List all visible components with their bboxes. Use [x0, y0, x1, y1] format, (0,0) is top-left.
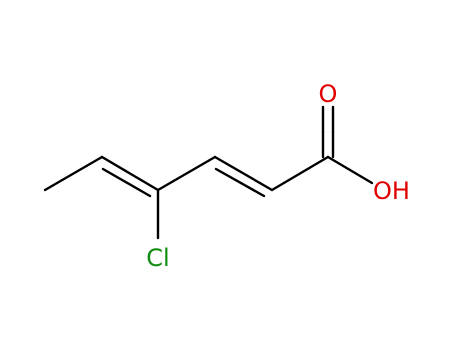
bond-double-c1-c2-main [100, 155, 160, 192]
bond-double-c3-c4-main [213, 155, 274, 192]
bond-c-oh-black [326, 155, 352, 172]
bond-methyl-single [43, 155, 104, 192]
atom-label-oxygen: O [319, 80, 338, 108]
bond-double-c1-c2-inner [101, 167, 152, 198]
bond-c4-carboxyl-single [270, 155, 330, 192]
bond-c2-c3-single [156, 155, 217, 192]
bond-double-c3-c4-inner [214, 167, 266, 198]
bond-c-oh-red [348, 168, 374, 185]
atom-label-hydroxyl: OH [373, 177, 410, 205]
atom-label-chlorine: Cl [146, 244, 169, 272]
